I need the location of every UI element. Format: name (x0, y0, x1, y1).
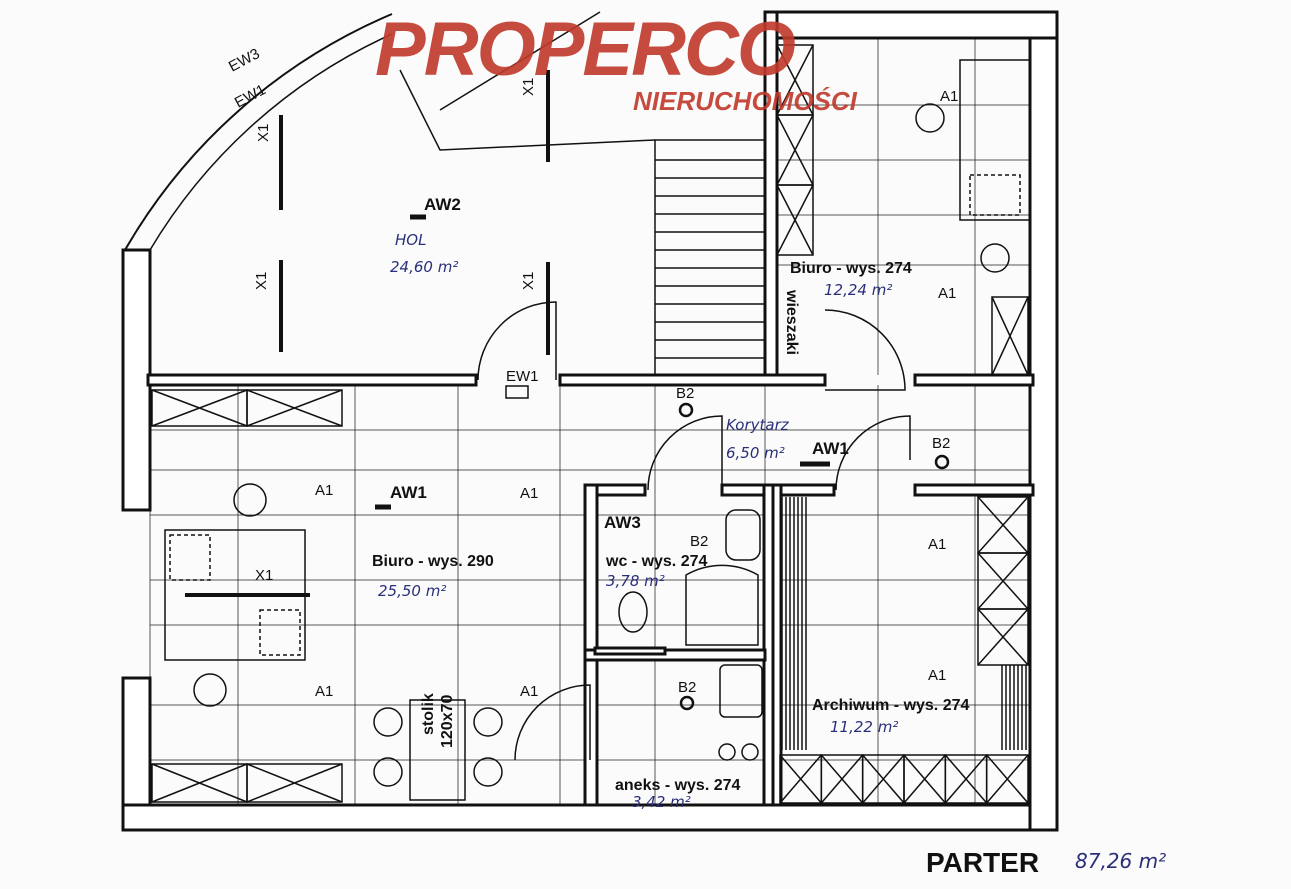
ew3-label: EW3 (226, 45, 263, 75)
wardrobe-unit (246, 389, 343, 427)
b2-label: B2 (932, 435, 950, 452)
ew1-label: EW1 (506, 368, 539, 385)
room-biuro-main-name: Biuro - wys. 290 (372, 553, 494, 570)
wardrobe-cross (776, 44, 814, 116)
wardrobe-cross (246, 763, 343, 803)
a1-label: A1 (940, 88, 958, 105)
ew1-label: EW1 (232, 81, 269, 111)
a1-label: A1 (315, 482, 333, 499)
room-aneks-area: 3,42 m² (632, 793, 691, 811)
b2-label: B2 (690, 533, 708, 550)
room-korytarz-name: Korytarz (726, 416, 790, 434)
x1-label: X1 (520, 272, 537, 290)
wardrobe-cross (246, 389, 343, 427)
x1-label: X1 (255, 124, 272, 142)
stair-landing (399, 11, 656, 151)
b2-label: B2 (678, 679, 696, 696)
aw2-label: AW2 (424, 195, 461, 214)
staircase (399, 11, 766, 376)
wardrobe-cross (776, 184, 814, 256)
aw1-label: AW1 (812, 439, 849, 458)
wardrobe-cross (862, 754, 905, 804)
wardrobe-unit (776, 184, 814, 256)
wardrobe-cross (986, 754, 1029, 804)
wardrobe-cross (991, 296, 1029, 376)
room-hol-area: 24,60 m² (390, 258, 458, 276)
wardrobe-cross (977, 552, 1029, 610)
wardrobe-cross (820, 754, 864, 804)
logo-brand: PROPERCO (375, 7, 795, 92)
room-archiwum-name: Archiwum - wys. 274 (812, 697, 969, 714)
a1-label: A1 (928, 536, 946, 553)
a1-label: A1 (520, 683, 538, 700)
wardrobe-cross (903, 754, 946, 804)
inner-walls (146, 373, 1035, 807)
wardrobe-cross (151, 763, 248, 803)
wardrobe-unit (985, 754, 1029, 804)
wardrobe-cross (151, 389, 248, 427)
room-wc-name: wc - wys. 274 (605, 553, 707, 570)
x1-label: X1 (520, 78, 537, 96)
wieszaki-label: wieszaki (783, 289, 800, 355)
room-aneks-name: aneks - wys. 274 (615, 777, 741, 794)
wardrobe-unit (991, 296, 1029, 376)
stolik-label: stolik (420, 693, 437, 735)
wardrobe-cross (977, 496, 1029, 554)
outer-walls (121, 10, 1059, 832)
room-archiwum-area: 11,22 m² (830, 718, 898, 736)
room-korytarz-area: 6,50 m² (726, 444, 785, 462)
wardrobe-cross (977, 608, 1029, 666)
wardrobes (151, 44, 1029, 804)
a1-label: A1 (520, 485, 538, 502)
wardrobe-unit (977, 608, 1029, 666)
x1-label: X1 (253, 272, 270, 290)
symbols: AW2 AW1 AW1 AW3 EW1 EW1 EW3 X1 X1 X1 X1 … (226, 45, 958, 700)
room-biuro-top-area: 12,24 m² (824, 281, 892, 299)
stolik-size-label: 120x70 (439, 695, 456, 748)
floor-title: PARTER (926, 847, 1039, 878)
logo-subtitle: NIERUCHOMOŚCI (633, 86, 858, 116)
wardrobe-unit (246, 763, 343, 803)
wardrobe-cross (944, 754, 988, 804)
stair-outline (654, 139, 766, 376)
wardrobe-cross (776, 114, 814, 186)
doors (477, 301, 911, 761)
x1-label: X1 (255, 567, 273, 584)
fixtures (164, 59, 1031, 801)
b2-label: B2 (676, 385, 694, 402)
room-biuro-top-name: Biuro - wys. 274 (790, 260, 912, 277)
aw1-label: AW1 (390, 483, 427, 502)
room-biuro-main-area: 25,50 m² (378, 582, 446, 600)
a1-label: A1 (315, 683, 333, 700)
total-area: 87,26 m² (1075, 849, 1166, 873)
wardrobe-cross (779, 754, 822, 804)
room-hol-name: HOL (395, 231, 426, 249)
room-wc-area: 3,78 m² (606, 572, 665, 590)
a1-label: A1 (928, 667, 946, 684)
aw3-label: AW3 (604, 513, 641, 532)
a1-label: A1 (938, 285, 956, 302)
